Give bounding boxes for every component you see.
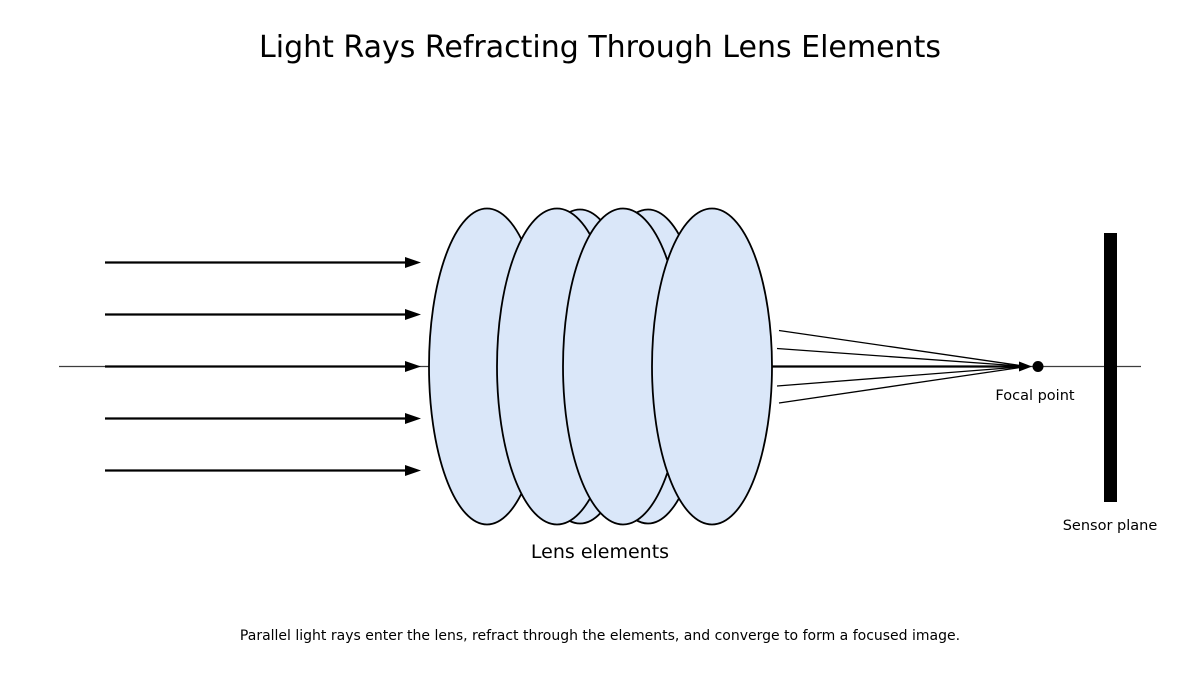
converging-ray [778, 365, 1028, 404]
focal-point-label: Focal point [995, 388, 1074, 404]
lens-elements-group [428, 207, 773, 526]
converging-ray [776, 347, 1028, 368]
diagram-title: Light Rays Refracting Through Lens Eleme… [259, 30, 941, 65]
incoming-ray-arrowhead-icon [405, 257, 421, 268]
incoming-light-rays [105, 257, 421, 476]
lens-element-ellipse [651, 207, 773, 526]
sensor-plane-bar [1104, 233, 1117, 502]
converging-light-rays [772, 329, 1028, 404]
lens-elements-label: Lens elements [531, 541, 669, 563]
converging-ray [778, 329, 1028, 368]
figure-caption: Parallel light rays enter the lens, refr… [240, 628, 960, 644]
focal-arrowhead-icon [1019, 361, 1032, 372]
focal-point-dot [1032, 361, 1044, 372]
converging-ray [776, 365, 1028, 387]
incoming-ray-arrowhead-icon [405, 465, 421, 476]
incoming-ray-arrowhead-icon [405, 361, 421, 372]
sensor-plane-label: Sensor plane [1063, 518, 1158, 534]
incoming-ray-arrowhead-icon [405, 413, 421, 424]
incoming-ray-arrowhead-icon [405, 309, 421, 320]
